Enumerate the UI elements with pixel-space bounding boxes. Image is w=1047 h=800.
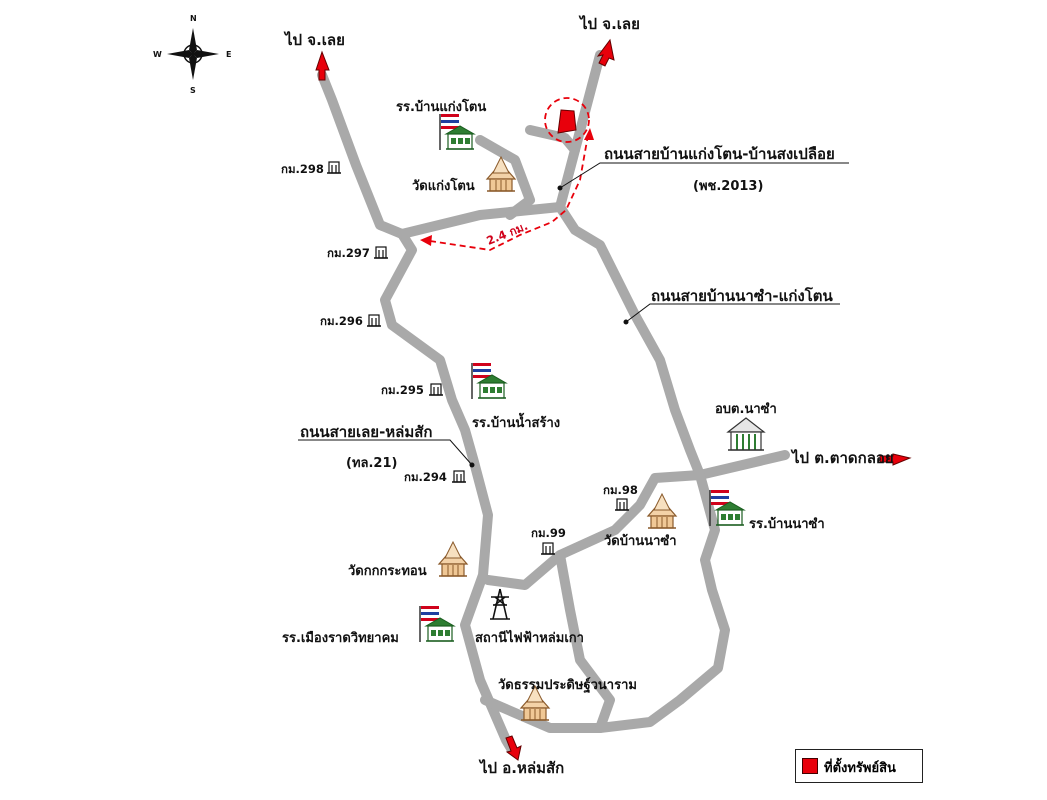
road-loei-lom-sak: [317, 70, 517, 755]
compass-south-label: S: [190, 86, 196, 95]
road-substation-loop: [555, 550, 615, 733]
road-network: [317, 50, 790, 755]
road-label-loei-lom-sak-code: (ทล.21): [346, 456, 398, 471]
road-to-tat-kloi: [695, 450, 790, 480]
place-label-school-mueang-rat: รร.เมืองราดวิทยาคม: [282, 631, 399, 646]
government-office-icon: [726, 417, 766, 451]
arrow-to-loei-left: [315, 50, 330, 81]
arrow-to-lom-sak: [505, 735, 522, 761]
destination-loei-right: ไป จ.เลย: [580, 15, 640, 33]
place-label-school-nam-sang: รร.บ้านน้ำสร้าง: [472, 416, 561, 431]
distance-route-arrowhead-top: [584, 128, 594, 140]
compass-north-label: N: [190, 14, 197, 23]
km-label-298: กม.298: [281, 162, 324, 176]
property-swatch: [802, 758, 818, 774]
km-label-99: กม.99: [531, 526, 566, 540]
destination-lom-sak: ไป อ.หล่มสัก: [480, 759, 565, 777]
road-label-kaeng-don: ถนนสายบ้านแก่งโตน-บ้านสงเปลือย: [604, 145, 835, 163]
road-label-kaeng-don-code: (พช.2013): [693, 179, 764, 194]
school-icon: [419, 605, 455, 643]
place-label-substation: สถานีไฟฟ้าหล่มเกา: [475, 631, 584, 646]
map-legend: ที่ตั้งทรัพย์สิน: [795, 749, 923, 783]
place-label-temple-kaeng-don: วัดแก่งโตน: [412, 179, 475, 194]
road-kaeng-don-song-pluey: [397, 202, 565, 239]
place-label-sao-na-sam: อบต.นาซำ: [715, 402, 777, 417]
substation-tower-icon: [490, 588, 510, 620]
road-kaeng-don-school: [475, 135, 535, 220]
compass-rose-icon: [167, 28, 219, 80]
destination-tat-kloi: ไป ต.ตาดกลอย: [792, 449, 894, 467]
compass-west-label: W: [153, 50, 162, 59]
place-label-temple-na-sam: วัดบ้านนาซำ: [604, 534, 677, 549]
place-label-school-na-sam: รร.บ้านนาซำ: [749, 517, 825, 532]
km-label-294: กม.294: [404, 470, 447, 484]
temple-icon: [647, 493, 677, 529]
school-icon: [439, 113, 475, 151]
distance-route: [429, 134, 589, 251]
km-label-98: กม.98: [603, 483, 638, 497]
km-post-icon: [326, 161, 342, 174]
place-label-temple-thammaprasit: วัดธรรมประดิษฐ์วนาราม: [498, 678, 637, 693]
road-label-loei-lom-sak: ถนนสายเลย-หล่มสัก: [300, 423, 433, 441]
compass-east-label: E: [226, 50, 232, 59]
property-location: [544, 97, 590, 143]
road-north-to-loei: [555, 50, 705, 480]
km-label-296: กม.296: [320, 314, 363, 328]
distance-route-arrowhead: [420, 235, 432, 246]
school-icon: [471, 362, 507, 400]
place-label-temple-kok-kra-thon: วัดกกกระทอน: [348, 564, 427, 579]
legend-label: ที่ตั้งทรัพย์สิน: [824, 761, 896, 776]
km-post-icon: [451, 470, 467, 483]
km-post-icon: [366, 314, 382, 327]
road-na-sam-loop: [480, 470, 730, 733]
arrow-to-loei-right: [596, 38, 615, 67]
km-post-icon: [428, 383, 444, 396]
km-post-icon: [373, 246, 389, 259]
km-label-297: กม.297: [327, 246, 370, 260]
place-label-school-kaeng-don: รร.บ้านแก่งโตน: [396, 100, 487, 115]
km-post-icon: [614, 498, 630, 511]
arrow-to-tat-kloi: [879, 453, 912, 466]
temple-icon: [438, 541, 468, 577]
road-kaeng-don-branch: [525, 125, 580, 155]
destination-loei-left: ไป จ.เลย: [285, 31, 345, 49]
km-post-icon: [540, 542, 556, 555]
road-label-leaders: [298, 162, 849, 468]
road-label-na-sam: ถนนสายบ้านนาซำ-แก่งโตน: [651, 287, 833, 305]
km-label-295: กม.295: [381, 383, 424, 397]
